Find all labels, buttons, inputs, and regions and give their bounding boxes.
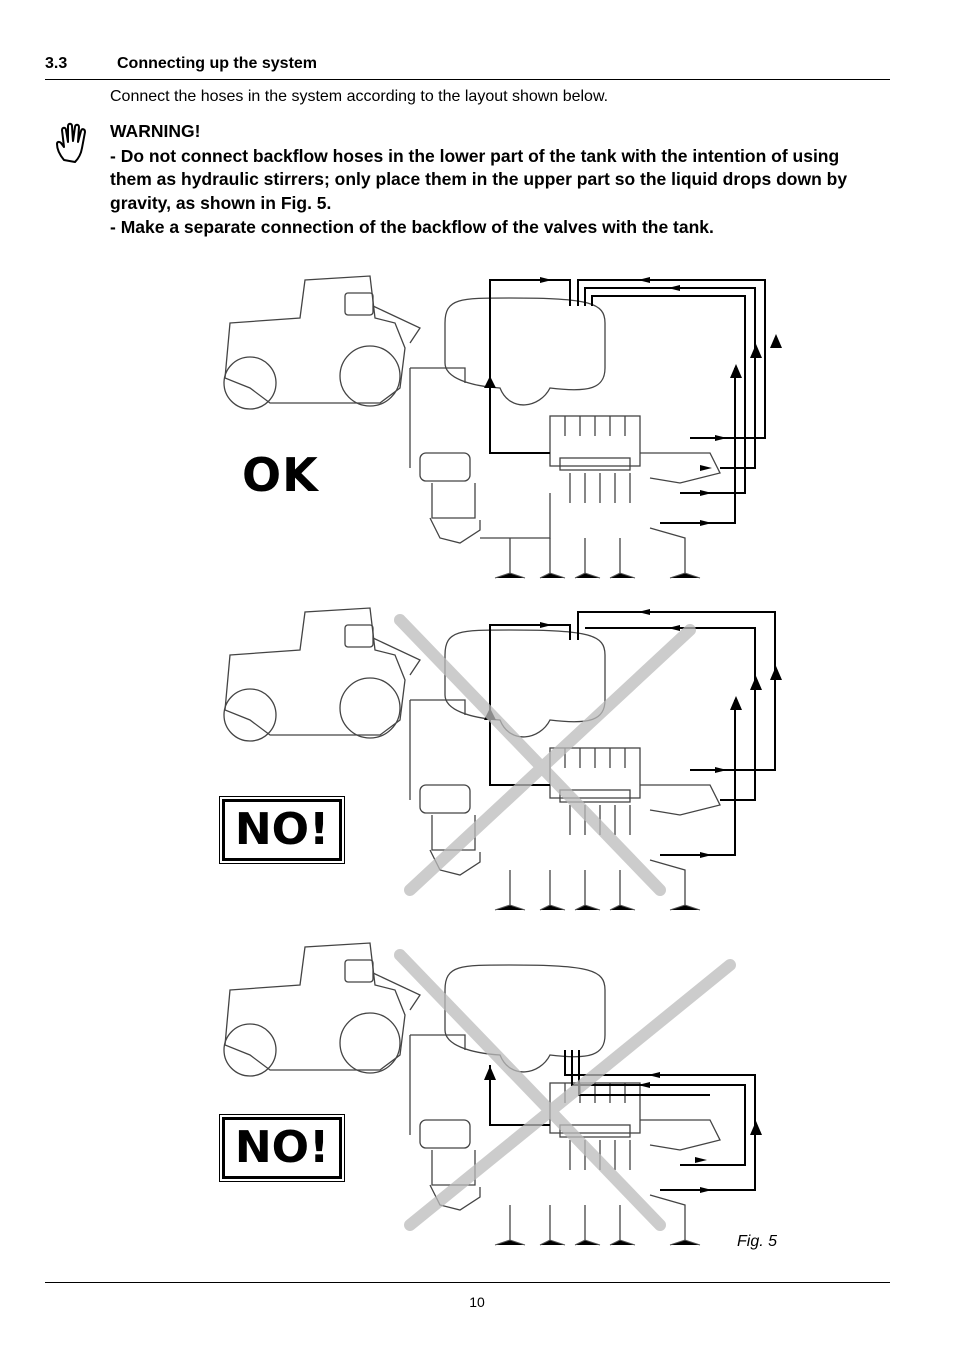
section-number: 3.3 (45, 55, 68, 72)
section-header: 3.3 Connecting up the system (45, 55, 890, 80)
label-no-2: NO! (219, 1114, 345, 1182)
warning-item-2: - Make a separate connection of the back… (110, 217, 714, 237)
label-ok: OK (242, 448, 319, 502)
footer-rule (45, 1282, 890, 1283)
diagram-no-1 (223, 607, 782, 911)
hand-warning-icon (56, 122, 86, 163)
warning-heading: WARNING! (110, 121, 201, 141)
warning-item-1: - Do not connect backflow hoses in the l… (110, 145, 848, 213)
intro-text: Connect the hoses in the system accordin… (110, 88, 609, 105)
label-no-1: NO! (219, 796, 345, 864)
diagram-ok (223, 275, 782, 579)
diagram-no-2 (223, 942, 762, 1246)
figure-caption: Fig. 5 (737, 1233, 778, 1250)
section-title: Connecting up the system (117, 55, 318, 72)
page-number: 10 (469, 1294, 485, 1310)
warning-block: WARNING! - Do not connect backflow hoses… (110, 120, 880, 241)
